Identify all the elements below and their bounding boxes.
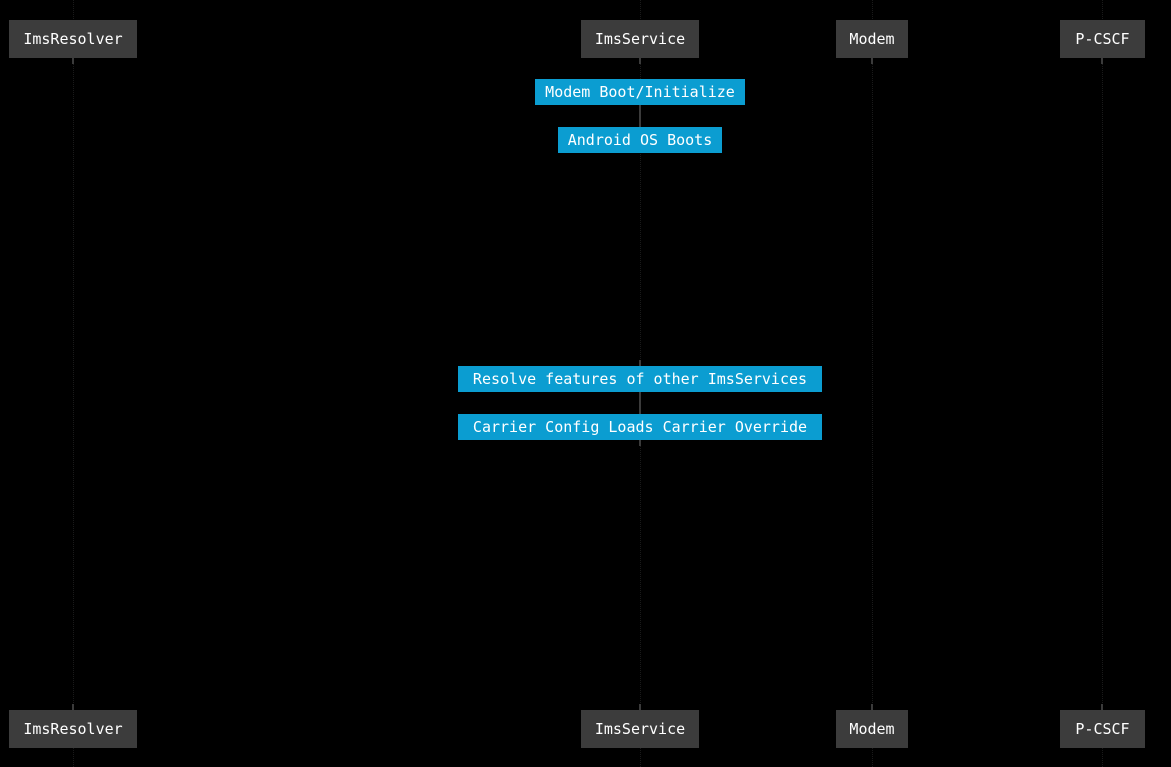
lifeline-stub-note-gap-1: [639, 105, 641, 127]
note-text: Modem Boot/Initialize: [545, 82, 735, 101]
lifeline-ims-resolver: [73, 0, 74, 767]
participant-label: ImsResolver: [23, 29, 123, 48]
note-resolve-features[interactable]: Resolve features of other ImsServices: [458, 366, 822, 392]
participant-header-p-cscf[interactable]: P-CSCF: [1060, 20, 1145, 58]
participant-label: P-CSCF: [1075, 719, 1130, 738]
participant-label: Modem: [849, 29, 895, 48]
lifeline-stub-modem-bottom: [871, 704, 873, 710]
lifeline-modem: [872, 0, 873, 767]
lifeline-stub-ims-resolver-bottom: [72, 704, 74, 710]
lifeline-stub-modem-top: [871, 58, 873, 64]
note-text: Carrier Config Loads Carrier Override: [472, 417, 808, 436]
note-carrier-config[interactable]: Carrier Config Loads Carrier Override: [458, 414, 822, 440]
participant-footer-ims-service[interactable]: ImsService: [581, 710, 699, 748]
participant-footer-ims-resolver[interactable]: ImsResolver: [9, 710, 137, 748]
participant-header-modem[interactable]: Modem: [836, 20, 908, 58]
lifeline-stub-p-cscf-bottom: [1101, 704, 1103, 710]
note-text: Resolve features of other ImsServices: [472, 369, 808, 388]
lifeline-stub-note-gap-3: [639, 392, 641, 414]
participant-label: P-CSCF: [1075, 29, 1130, 48]
note-android-boots[interactable]: Android OS Boots: [558, 127, 722, 153]
participant-footer-p-cscf[interactable]: P-CSCF: [1060, 710, 1145, 748]
note-text: Android OS Boots: [567, 130, 713, 149]
lifeline-stub-note-gap-2: [639, 360, 641, 366]
participant-label: ImsService: [594, 29, 686, 48]
lifeline-stub-ims-service-top: [639, 58, 641, 64]
lifeline-stub-ims-resolver-top: [72, 58, 74, 64]
participant-footer-modem[interactable]: Modem: [836, 710, 908, 748]
participant-label: ImsResolver: [23, 719, 123, 738]
participant-label: Modem: [849, 719, 895, 738]
participant-header-ims-resolver[interactable]: ImsResolver: [9, 20, 137, 58]
lifeline-stub-ims-service-bottom: [639, 704, 641, 710]
note-modem-boot[interactable]: Modem Boot/Initialize: [535, 79, 745, 105]
participant-label: ImsService: [594, 719, 686, 738]
lifeline-stub-p-cscf-top: [1101, 58, 1103, 64]
participant-header-ims-service[interactable]: ImsService: [581, 20, 699, 58]
lifeline-stub-note-gap-4: [639, 440, 641, 446]
lifeline-p-cscf: [1102, 0, 1103, 767]
